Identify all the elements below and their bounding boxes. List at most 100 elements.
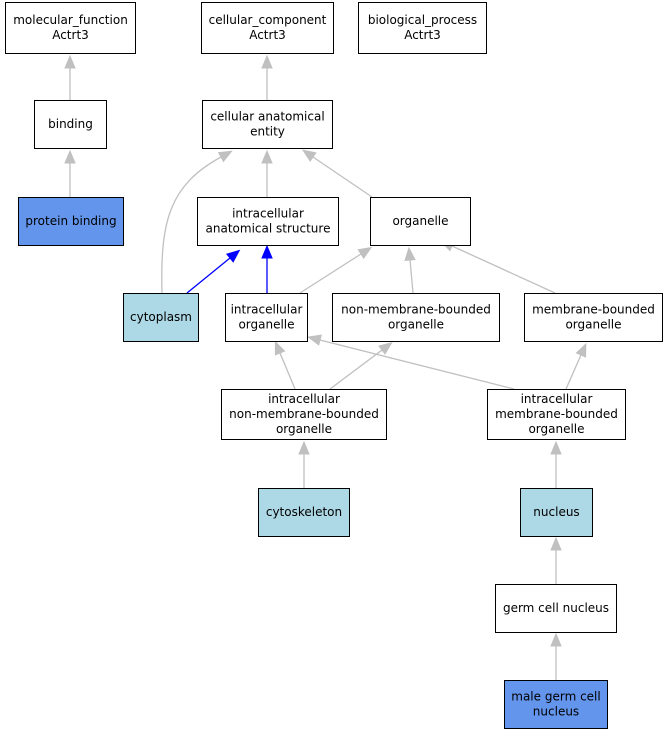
arrowhead: [404, 246, 416, 262]
arrowhead: [575, 342, 587, 358]
edge-membrane_bounded_organelle-to-organelle: [439, 240, 556, 294]
edge-layer: [64, 54, 587, 680]
edge-line: [299, 253, 362, 294]
node-label-line: organelle: [528, 422, 584, 436]
node-label-line: organelle: [565, 318, 621, 332]
node-label-line: male germ cell: [511, 690, 600, 704]
node-label-line: cellular_component: [209, 13, 327, 27]
arrowhead: [261, 149, 273, 164]
arrowhead: [261, 244, 273, 259]
node-label-line: Actrt3: [52, 28, 89, 42]
edge-line: [329, 349, 383, 390]
node-intracellular-non-membrane-bounded-organelle[interactable]: intracellularnon-membrane-boundedorganel…: [221, 389, 387, 440]
node-label-line: membrane-bounded: [495, 407, 618, 421]
node-label-line: entity: [250, 125, 285, 139]
node-box: [201, 2, 334, 54]
node-box: [202, 100, 333, 149]
edge-line: [565, 354, 582, 390]
node-germ-cell-nucleus[interactable]: germ cell nucleus: [495, 584, 617, 633]
edge-binding-to-molecular_function: [64, 54, 76, 100]
edge-line: [312, 156, 373, 198]
arrowhead: [261, 54, 273, 69]
node-label-line: cellular anatomical: [210, 110, 324, 124]
edge-male_germ_cell_nucleus-to-germ_cell_nucleus: [550, 632, 562, 680]
edge-intracellular_non_membrane_bounded_organelle-to-non_membrane_bounded_organelle: [329, 342, 393, 390]
node-label-line: Actrt3: [404, 28, 441, 42]
arrowhead: [378, 342, 393, 355]
node-cytoplasm[interactable]: cytoplasm: [123, 293, 199, 342]
node-box: [258, 488, 350, 537]
node-label-line: organelle: [388, 318, 444, 332]
edge-cytoplasm-to-cellular_anatomical_entity: [161, 150, 233, 294]
node-label-line: intracellular: [268, 392, 340, 406]
node-label-line: anatomical structure: [206, 222, 331, 236]
node-label-line: germ cell nucleus: [503, 601, 609, 615]
node-box: [221, 389, 387, 440]
node-box: [123, 293, 199, 342]
edge-cytoskeleton-to-intracellular_non_membrane_bounded_organelle: [298, 440, 310, 488]
node-protein-binding[interactable]: protein binding: [18, 197, 124, 246]
arrowhead: [225, 249, 241, 263]
node-box: [358, 2, 487, 54]
node-label-line: molecular_function: [13, 13, 128, 27]
edge-organelle-to-cellular_anatomical_entity: [301, 149, 373, 198]
node-box: [5, 2, 136, 54]
node-box: [332, 293, 500, 342]
node-label-line: intracellular: [232, 207, 304, 221]
node-box: [370, 197, 471, 246]
arrowhead: [550, 632, 562, 647]
edge-line: [279, 352, 296, 390]
edge-intracellular_membrane_bounded_organelle-to-membrane_bounded_organelle: [565, 342, 587, 390]
edge-line: [451, 245, 556, 294]
node-label-line: organelle: [276, 422, 332, 436]
node-box: [197, 197, 339, 246]
node-label-line: cytoskeleton: [266, 505, 342, 519]
edge-intracellular_membrane_bounded_organelle-to-intracellular_organelle: [307, 334, 515, 390]
node-box: [18, 197, 124, 246]
node-organelle[interactable]: organelle: [370, 197, 471, 246]
edge-nucleus-to-intracellular_membrane_bounded_organelle: [550, 440, 562, 488]
arrowhead: [64, 149, 76, 164]
edge-line: [186, 257, 231, 294]
node-layer: molecular_functionActrt3cellular_compone…: [5, 2, 663, 729]
node-label-line: biological_process: [368, 13, 477, 27]
node-label-line: membrane-bounded: [532, 303, 655, 317]
arrowhead: [307, 334, 322, 346]
node-label-line: Actrt3: [249, 28, 286, 42]
node-box: [520, 488, 593, 537]
node-box: [487, 389, 626, 440]
arrowhead: [357, 246, 373, 260]
node-label-line: cytoplasm: [130, 310, 192, 324]
arrowhead: [217, 150, 233, 163]
edge-cellular_anatomical_entity-to-cellular_component: [261, 54, 273, 100]
edge-intracellular_non_membrane_bounded_organelle-to-intracellular_organelle: [274, 340, 296, 390]
node-cytoskeleton[interactable]: cytoskeleton: [258, 488, 350, 537]
edge-germ_cell_nucleus-to-nucleus: [550, 536, 562, 584]
node-box: [225, 293, 308, 342]
node-label-line: binding: [48, 117, 93, 131]
arrowhead: [301, 149, 317, 163]
edge-protein_binding-to-binding: [64, 149, 76, 197]
arrowhead: [64, 54, 76, 69]
node-nucleus[interactable]: nucleus: [520, 488, 593, 537]
node-binding[interactable]: binding: [34, 100, 107, 149]
node-label-line: protein binding: [25, 214, 116, 228]
edge-line: [319, 339, 515, 390]
node-label-line: intracellular: [521, 392, 593, 406]
edge-intracellular_anatomical_structure-to-cellular_anatomical_entity: [261, 149, 273, 197]
node-label-line: nucleus: [533, 505, 579, 519]
node-label-line: non-membrane-bounded: [341, 303, 491, 317]
node-box: [34, 100, 107, 149]
edge-cytoplasm-to-intracellular_anatomical_structure: [186, 249, 241, 294]
